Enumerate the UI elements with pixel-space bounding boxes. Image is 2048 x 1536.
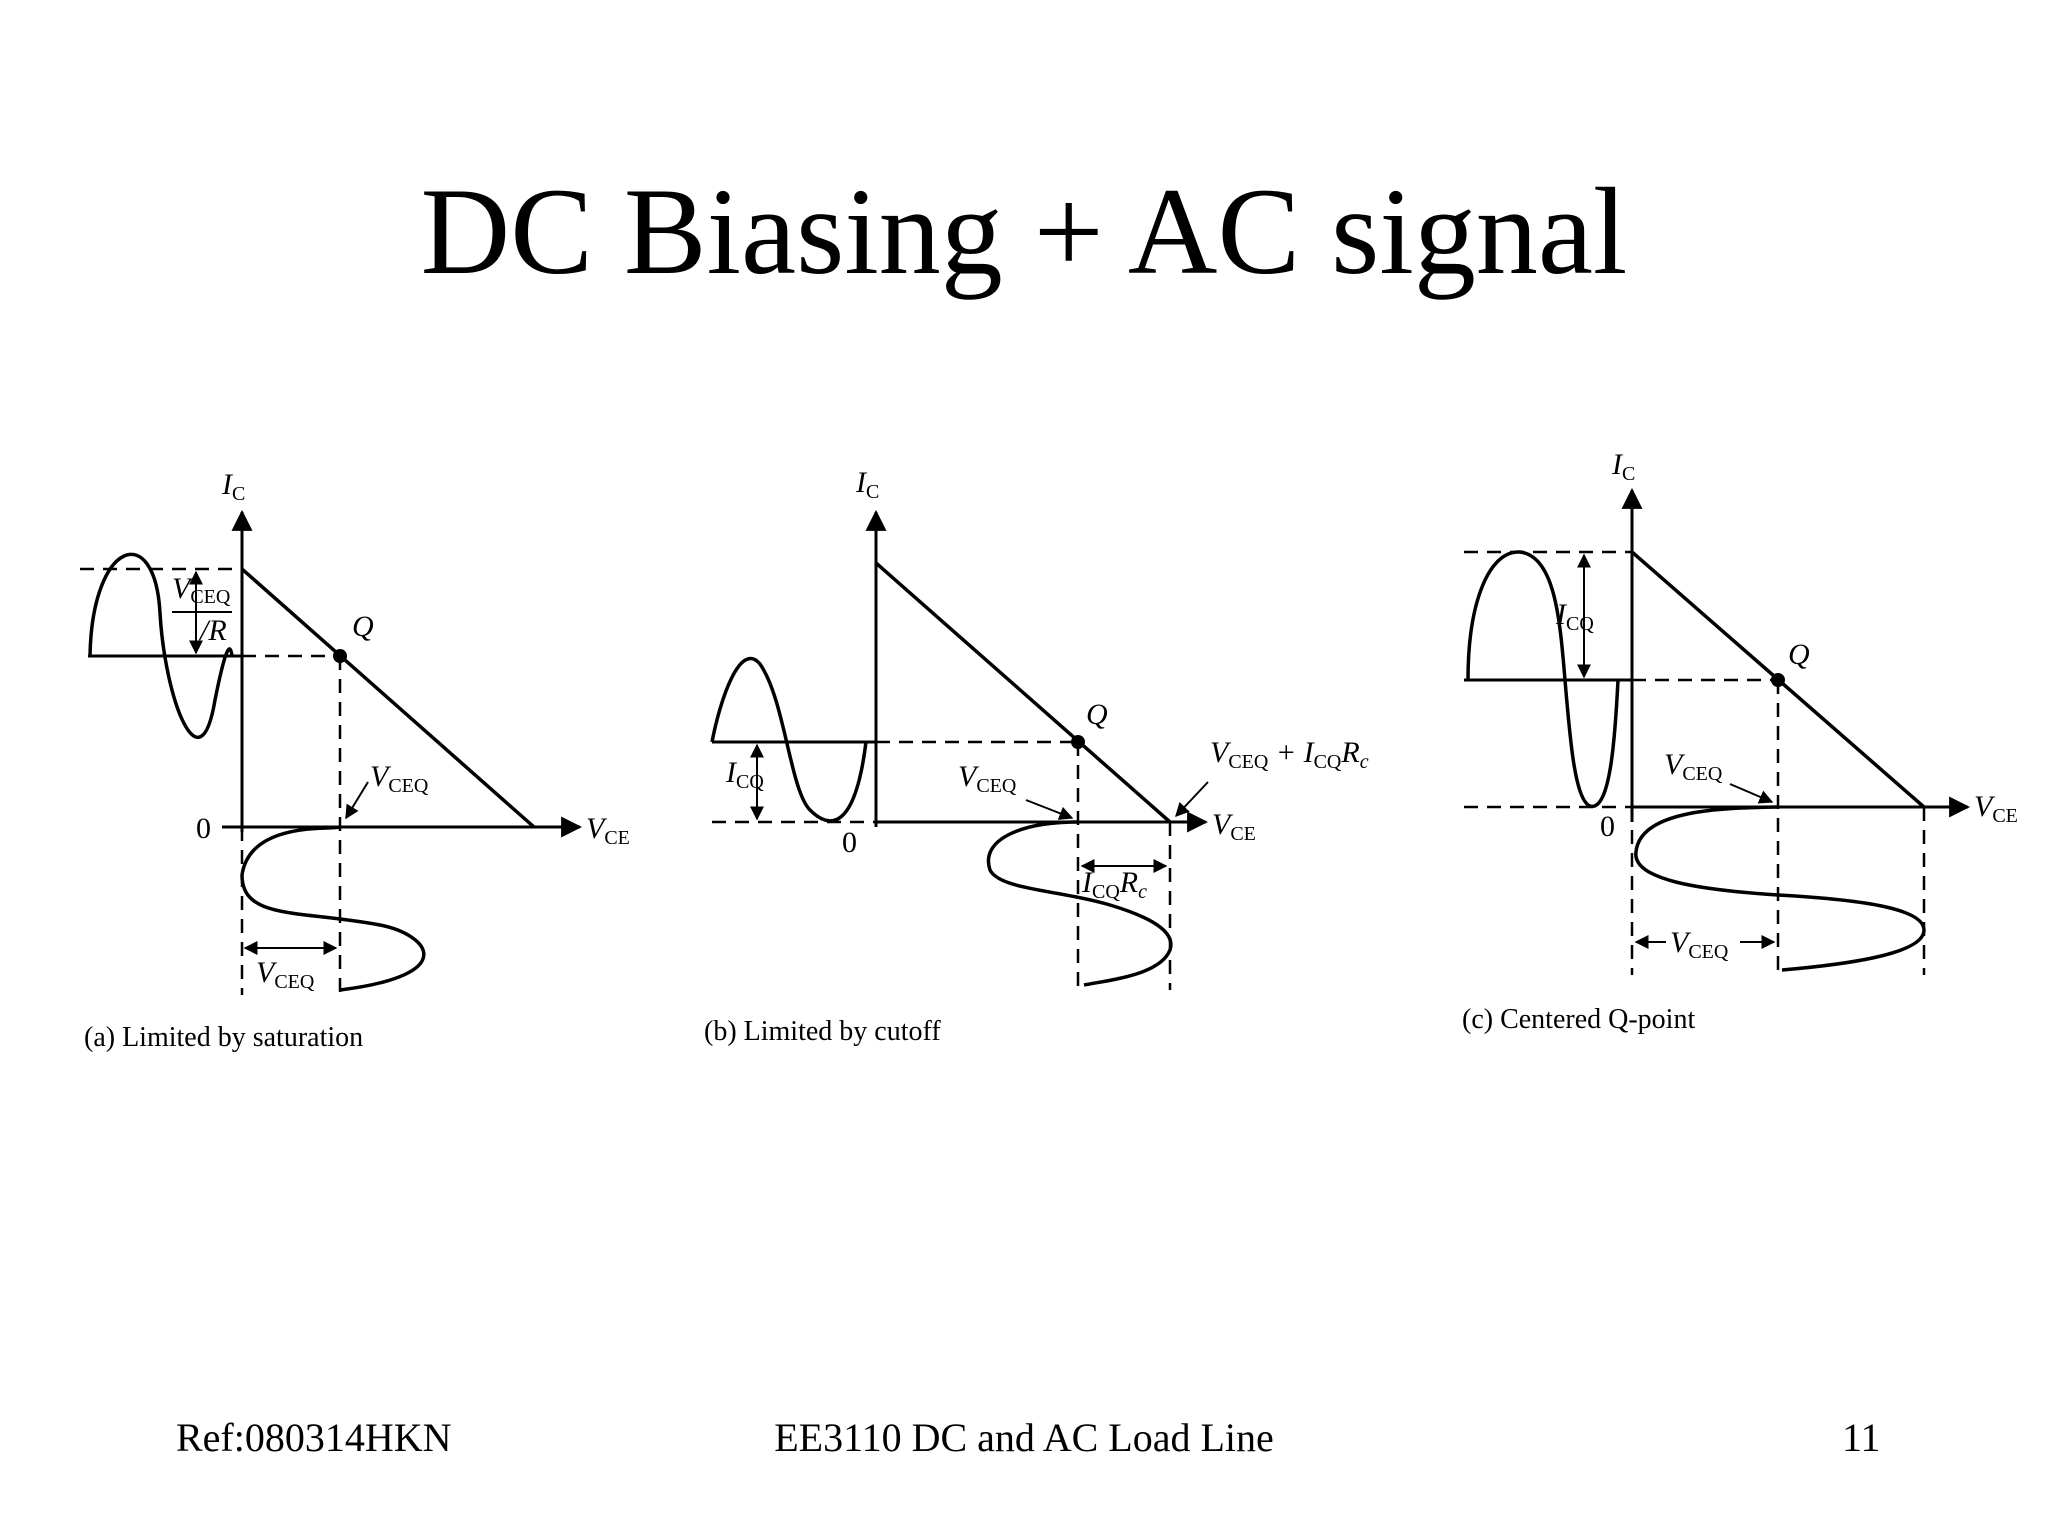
panel-a-x-axis-label: VCE xyxy=(586,812,630,849)
panel-a-load-line xyxy=(240,567,536,829)
panel-c-icq-label: ICQ xyxy=(1555,598,1594,635)
panel-a-ratio-denominator: /R xyxy=(198,614,227,647)
footer-reference: Ref:080314HKN xyxy=(176,1415,452,1460)
panel-a-ratio-numerator: VCEQ xyxy=(172,572,231,608)
panel-a-q-point xyxy=(333,649,347,663)
panel-c-q-label: Q xyxy=(1788,638,1810,671)
panel-b: IC VCE 0 Q ICQ VCEQ VCEQ + ICQRc ICQRc (… xyxy=(704,466,1369,1047)
panel-a-q-label: Q xyxy=(352,610,374,643)
panel-c-vceq-bottom-label: VCEQ xyxy=(1670,926,1729,963)
panel-a-input-sine xyxy=(88,552,234,740)
panel-b-y-axis-label: IC xyxy=(855,466,879,503)
panel-c-output-sine xyxy=(1634,805,1926,972)
panel-c-origin-label: 0 xyxy=(1600,810,1615,843)
panel-b-output-sine xyxy=(986,820,1173,987)
panel-a-origin-label: 0 xyxy=(196,812,211,845)
slide-title: DC Biasing + AC signal xyxy=(420,163,1628,300)
panel-c-vceq-pointer xyxy=(1729,783,1774,804)
panel-b-x-axis-label: VCE xyxy=(1212,808,1256,845)
panel-b-icqrc-label: ICQRc xyxy=(1081,866,1147,903)
panel-b-caption: (b) Limited by cutoff xyxy=(704,1016,941,1047)
panel-c-y-axis-label: IC xyxy=(1611,448,1635,485)
footer-page-number: 11 xyxy=(1842,1415,1881,1460)
panel-c: IC VCE 0 Q ICQ VCEQ VCEQ (c) Centered Q-… xyxy=(1462,448,2018,1035)
panel-a-vceq-label: VCEQ xyxy=(370,760,429,797)
footer-course-title: EE3110 DC and AC Load Line xyxy=(774,1415,1274,1460)
panel-a-y-axis-label: IC xyxy=(221,468,245,505)
panel-c-input-sine xyxy=(1466,550,1620,808)
panel-c-x-axis-label: VCE xyxy=(1974,790,2018,827)
panel-c-caption: (c) Centered Q-point xyxy=(1462,1004,1695,1035)
panel-b-vceq-label: VCEQ xyxy=(958,760,1017,797)
panel-b-input-sine xyxy=(710,656,868,823)
panel-b-icq-label: ICQ xyxy=(725,756,764,793)
panel-b-sum-label: VCEQ + ICQRc xyxy=(1210,736,1369,773)
panel-c-vceq-label: VCEQ xyxy=(1664,748,1723,785)
panel-b-load-line xyxy=(874,561,1172,824)
panel-b-q-point xyxy=(1071,735,1085,749)
panel-b-q-label: Q xyxy=(1086,698,1108,731)
panel-a-output-sine xyxy=(240,825,426,992)
panel-a-vceq-bottom-label: VCEQ xyxy=(256,956,315,993)
panel-c-q-point xyxy=(1771,673,1785,687)
panel-b-origin-label: 0 xyxy=(842,826,857,859)
panel-a-caption: (a) Limited by saturation xyxy=(84,1022,363,1053)
panel-a-vceq-pointer xyxy=(345,781,369,820)
panel-b-sum-pointer xyxy=(1175,781,1209,818)
panel-a: IC VCE 0 Q VCEQ /R VCEQ VCEQ (a) Limited… xyxy=(80,468,630,1053)
panel-b-vceq-pointer xyxy=(1025,799,1074,820)
